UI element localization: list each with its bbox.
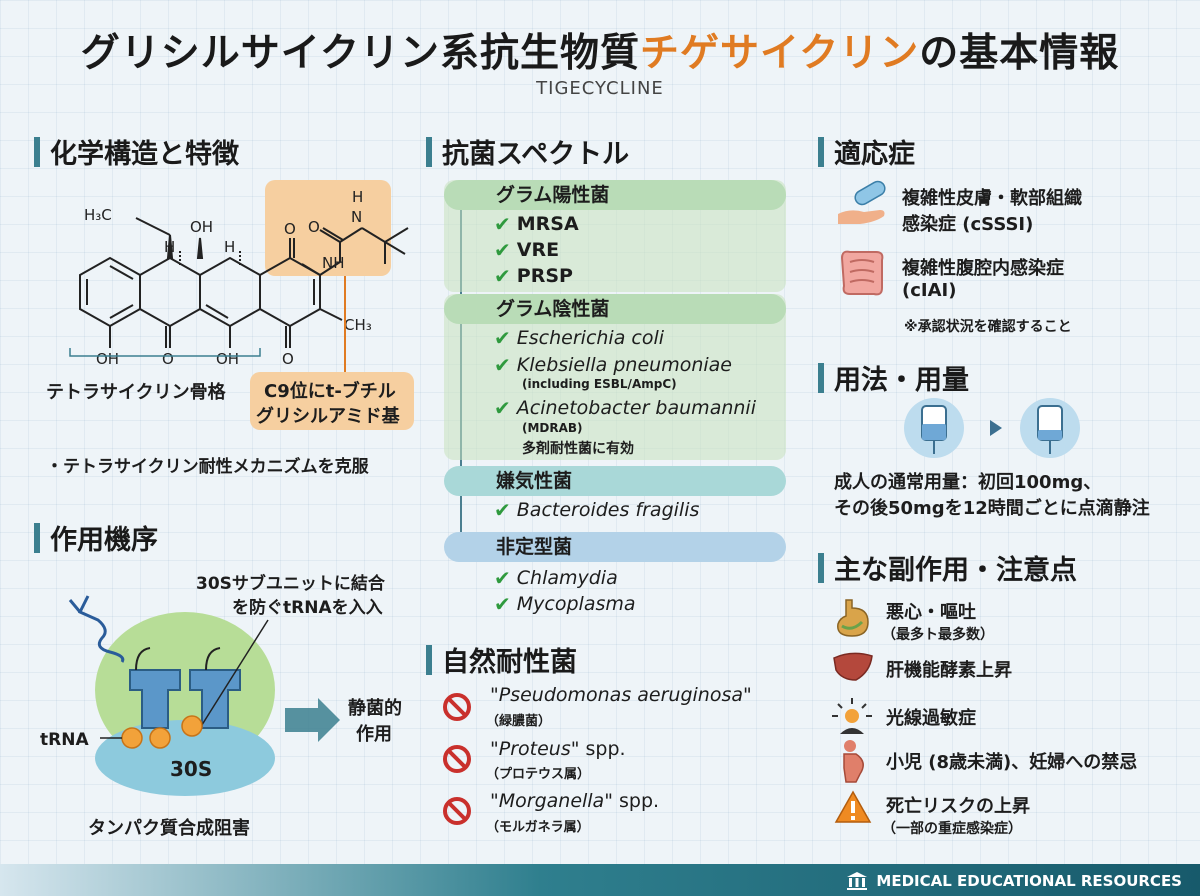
svg-text:O: O [284,220,296,238]
svg-text:NH: NH [322,254,345,272]
check-icon: ✔ [494,264,511,288]
check-icon: ✔ [494,396,511,420]
sun-person-icon [832,698,872,734]
gram-positive-label: グラム陽性菌 [444,180,786,210]
spectrum-item-ecoli: ✔Escherichia coli [494,326,665,350]
mdr-note: 多剤耐性菌に有効 [522,441,634,457]
c9-label-line1: C9位にt-ブチル [264,381,396,402]
spectrum-item-klebsiella: ✔Klebsiella pneumoniae [494,353,732,377]
indication-1-line1: 複雑性皮膚・軟部組織 [902,188,1082,209]
footer-bar: MEDICAL EDUCATIONAL RESOURCES [0,864,1200,896]
indications-heading: 適応症 [818,132,915,171]
dosage-line1: 成人の通常用量：初回100mg、 [834,472,1102,493]
c9-label-box [250,372,414,430]
ribosome-label: 30S [170,757,212,781]
check-icon: ✔ [494,326,511,350]
intestine-icon [840,250,884,296]
mechanism-callout-line1: 30Sサブユニットに結合 [196,574,385,594]
footer-brand: MEDICAL EDUCATIONAL RESOURCES [846,871,1182,891]
gram-negative-label: グラム陰性菌 [444,294,786,324]
skin-bandage-icon [838,180,886,224]
spectrum-item-mrsa: ✔MRSA [494,212,579,236]
page-subtitle: TIGECYCLINE [536,78,664,99]
check-icon: ✔ [494,212,511,236]
adverse-heading: 主な副作用・注意点 [818,548,1077,587]
check-icon: ✔ [494,353,511,377]
svg-text:N: N [351,208,362,226]
svg-text:O: O [308,218,320,236]
building-icon [847,872,868,890]
tigecycline-structure: H₃C OH H H O O H N NH CH₃ OH O OH O [69,188,409,375]
resistant-item-morganella: "Morganella" spp. [490,790,660,812]
check-icon: ✔ [494,566,511,590]
ban-icon [443,693,471,721]
proteus-sub: （プロテウス属） [486,767,591,782]
svg-text:OH: OH [190,218,213,236]
spectrum-item-acinetobacter: ✔Acinetobacter baumannii [494,396,756,420]
svg-text:O: O [162,350,174,368]
spectrum-item-chlamydia: ✔Chlamydia [494,566,618,590]
stomach-icon [837,599,869,637]
pseudomonas-sub: （緑膿菌） [486,714,552,729]
scaffold-label: テトラサイクリン骨格 [46,382,226,403]
svg-text:H: H [164,238,175,256]
spectrum-item-prsp: ✔PRSP [494,264,573,288]
adverse-item-liver: 肝機能酵素上昇 [886,660,1012,681]
atypical-label: 非定型菌 [444,532,786,562]
mechanism-callout-line2: を防ぐtRNAを入入 [232,598,383,618]
structure-heading: 化学構造と特徴 [34,132,239,171]
ribosome-diagram: 30S tRNA [40,595,340,796]
svg-text:OH: OH [96,350,119,368]
spectrum-item-mycoplasma: ✔Mycoplasma [494,592,636,616]
liver-icon [833,652,873,681]
check-icon: ✔ [494,592,511,616]
resistant-item-pseudomonas: "Pseudomonas aeruginosa" [490,684,752,706]
resistance-overcome-note: ・テトラサイクリン耐性メカニズムを克服 [46,457,369,477]
adverse-item-nausea: 悪心・嘔吐 [886,602,976,623]
spectrum-heading: 抗菌スペクトル [426,132,629,171]
spectrum-item-vre: ✔VRE [494,238,560,262]
ban-icon [443,797,471,825]
svg-text:O: O [282,350,294,368]
page-title: グリシルサイクリン系抗生物質チゲサイクリンの基本情報 [80,31,1120,76]
resistance-heading: 自然耐性菌 [426,640,577,679]
indication-2-line2: (cIAI) [902,280,957,301]
effect-line2: 作用 [356,724,392,745]
adverse-item-mortality-sub: （一部の重症感染症） [882,821,1022,837]
svg-text:H: H [224,238,235,256]
pregnant-icon [843,740,864,783]
indication-2-line1: 複雑性腹腔内感染症 [902,258,1064,279]
spectrum-item-bacteroides: ✔Bacteroides fragilis [494,498,700,522]
effect-line1: 静菌的 [348,698,402,719]
svg-text:CH₃: CH₃ [344,316,372,334]
svg-text:OH: OH [216,350,239,368]
svg-text:H: H [352,188,363,206]
warning-icon [834,790,872,823]
svg-text:H₃C: H₃C [84,206,112,224]
check-icon: ✔ [494,238,511,262]
iv-drip-icons [904,398,1080,458]
ban-icon [443,745,471,773]
acinetobacter-sub: (MDRAB) [522,421,583,435]
check-icon: ✔ [494,498,511,522]
adverse-item-mortality: 死亡リスクの上昇 [886,796,1030,817]
indication-1-line2: 感染症 (cSSSI) [902,214,1034,235]
morganella-sub: （モルガネラ属） [486,820,590,835]
approval-note: ※承認状況を確認すること [904,319,1072,335]
mechanism-heading: 作用機序 [34,518,158,557]
resistant-item-proteus: "Proteus" spp. [490,738,626,760]
c9-label-line2: グリシルアミド基 [256,406,400,427]
dosage-line2: その後50mgを12時間ごとに点滴静注 [834,498,1150,519]
adverse-item-photosensitivity: 光線過敏症 [886,708,976,729]
adverse-item-contraindication: 小児 (8歳未満)、妊婦への禁忌 [886,752,1138,773]
title-accent: チゲサイクリン [639,31,920,76]
klebsiella-sub: (including ESBL/AmpC) [522,377,677,391]
trna-label: tRNA [40,730,89,750]
anaerobes-label: 嫌気性菌 [444,466,786,496]
mechanism-caption: タンパク質合成阻害 [88,818,250,839]
dosage-heading: 用法・用量 [818,358,969,397]
adverse-item-nausea-sub: （最多ト最多数） [882,627,994,643]
